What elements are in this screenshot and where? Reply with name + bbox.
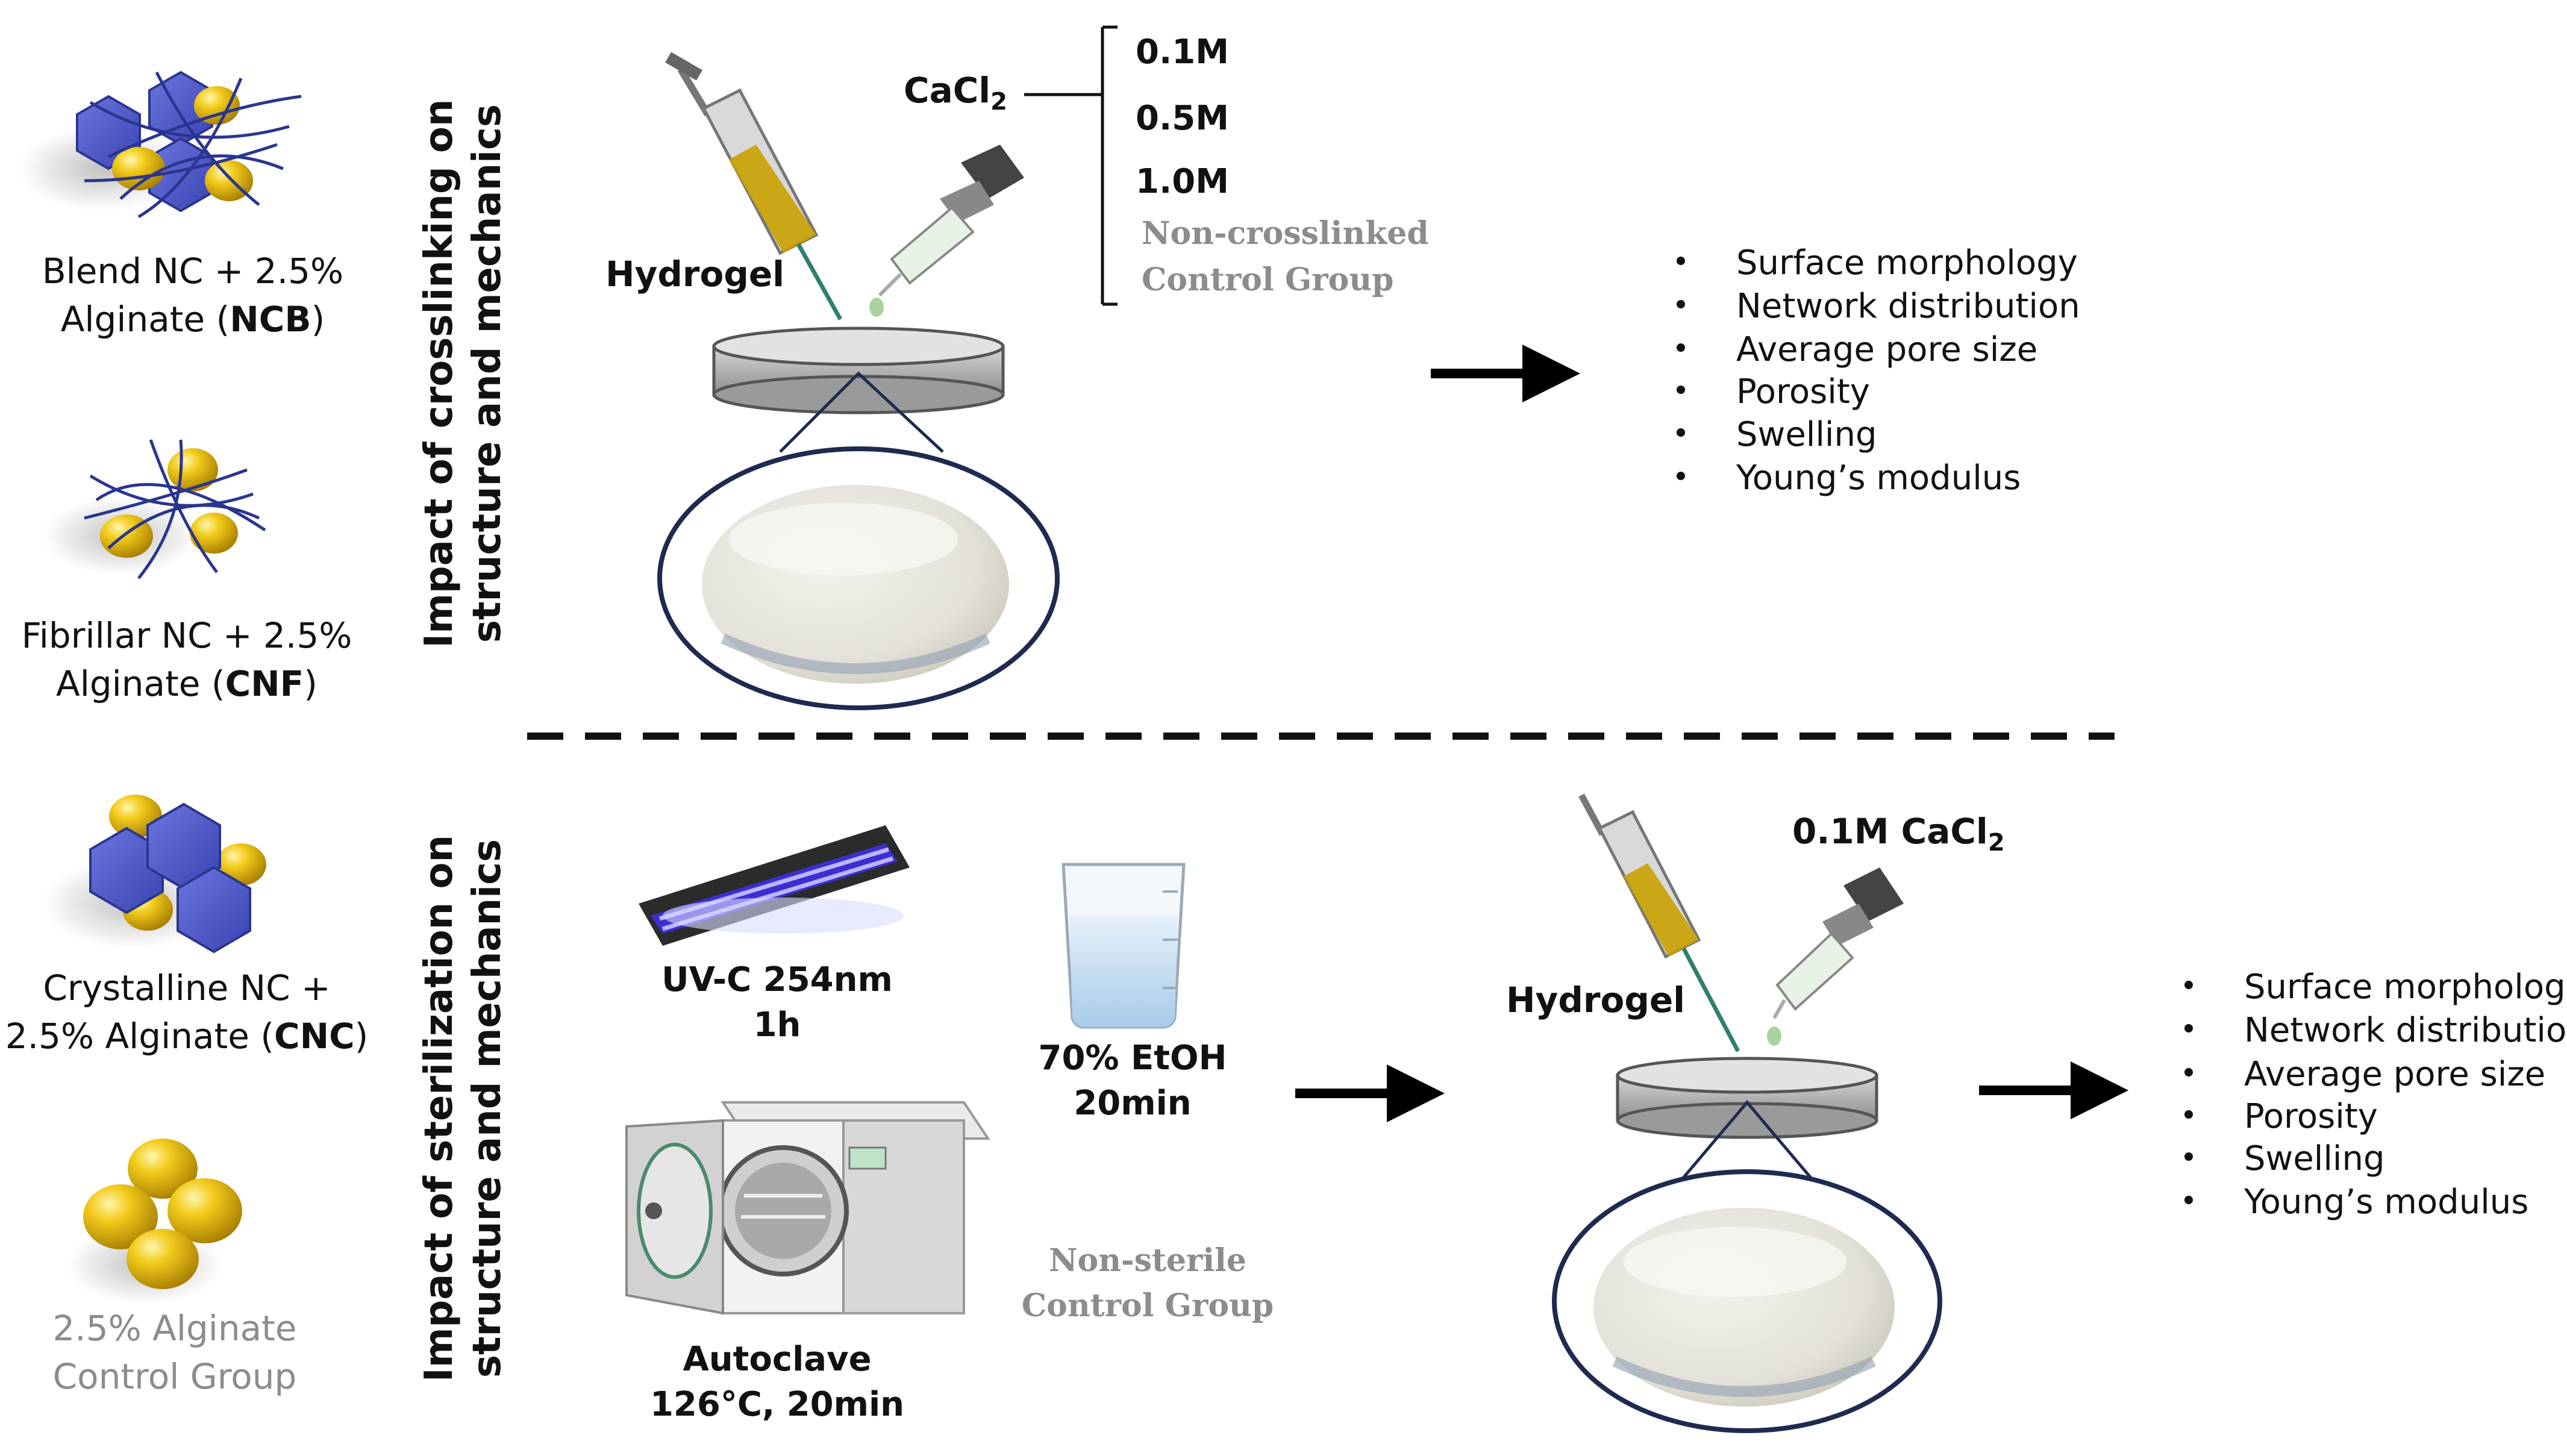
top-outputs-list: Surface morphology Network distribution … [1677, 243, 2080, 498]
syringe-icon [665, 52, 843, 320]
top-output-item: Surface morphology [1736, 243, 2078, 283]
non-crosslinked-control-line1: Non-crosslinked [1142, 215, 1429, 252]
top-hydrogel-label: Hydrogel [605, 254, 784, 295]
autoclave-icon [625, 1101, 990, 1315]
top-output-item: Average pore size [1736, 330, 2037, 369]
cnf-icon [42, 439, 266, 580]
non-sterile-control-line1: Non-sterile [1049, 1242, 1246, 1279]
top-output-item: Network distribution [1736, 287, 2080, 326]
bottom-output-item: Young’s modulus [2243, 1183, 2528, 1222]
cnc-icon [42, 795, 266, 954]
petri-dish-bottom [1616, 1057, 1878, 1139]
bottom-cacl2-label: 0.1M CaCl2 [1792, 811, 2005, 857]
bottom-outputs-list: Surface morphology Network distribution … [2184, 967, 2567, 1222]
svg-text:structure and mechanics: structure and mechanics [465, 104, 510, 643]
top-hydrogel-photo [657, 446, 1060, 710]
cnf-label-line2: Alginate (CNF) [56, 663, 317, 704]
bottom-output-item: Surface morphology [2244, 967, 2567, 1007]
svg-text:Impact of crosslinking on: Impact of crosslinking on [417, 99, 461, 648]
bottom-zoom-lines [1680, 1100, 1815, 1182]
dropper-icon [869, 145, 1024, 317]
bottom-output-item: Swelling [2244, 1139, 2385, 1178]
ncb-label-line2: Alginate (NCB) [61, 299, 325, 340]
svg-text:Impact of sterilization on: Impact of sterilization on [417, 835, 461, 1382]
sterilization-section-title: Impact of sterilization on structure and… [417, 835, 510, 1382]
autoclave-label-line2: 126°C, 20min [650, 1385, 904, 1424]
concentration-0.5M: 0.5M [1136, 99, 1229, 138]
cnf-label-line1: Fibrillar NC + 2.5% [22, 615, 352, 656]
etoh-label-line2: 20min [1074, 1084, 1191, 1123]
ncb-label-line1: Blend NC + 2.5% [42, 251, 343, 292]
etoh-label-line1: 70% EtOH [1038, 1039, 1227, 1078]
uv-label-line1: UV-C 254nm [661, 960, 893, 999]
uv-lamp-icon [639, 825, 910, 946]
alginate-control-label-line2: Control Group [53, 1356, 297, 1397]
top-cacl2-label: CaCl2 [904, 70, 1007, 116]
cnc-label-line1: Crystalline NC + [43, 967, 330, 1008]
top-output-item: Young’s modulus [1736, 458, 2021, 498]
concentration-1.0M: 1.0M [1136, 162, 1229, 201]
bottom-hydrogel-label: Hydrogel [1506, 980, 1685, 1020]
alginate-control-icon [66, 1139, 242, 1304]
concentration-bracket [1024, 25, 1118, 306]
non-sterile-control-line2: Control Group [1022, 1287, 1274, 1324]
crosslinking-section-title: Impact of crosslinking on structure and … [417, 99, 510, 648]
bottom-output-item: Porosity [2244, 1097, 2378, 1136]
cnc-label-line2: 2.5% Alginate (CNC) [5, 1016, 369, 1057]
top-output-item: Swelling [1736, 415, 1877, 454]
non-crosslinked-control-line2: Control Group [1142, 261, 1394, 298]
autoclave-label-line1: Autoclave [683, 1340, 871, 1379]
top-output-item: Porosity [1736, 372, 1870, 411]
alginate-control-label-line1: 2.5% Alginate [52, 1308, 296, 1349]
concentration-0.1M: 0.1M [1136, 33, 1229, 72]
uv-label-line2: 1h [754, 1005, 801, 1045]
ncb-icon [18, 70, 302, 219]
bottom-output-item: Average pore size [2244, 1055, 2545, 1094]
dropper-icon [1767, 867, 1904, 1046]
bottom-output-item: Network distribution [2244, 1011, 2567, 1050]
bottom-hydrogel-photo [1552, 1169, 1942, 1433]
syringe-icon [1578, 793, 1740, 1052]
petri-dish-top [712, 327, 1005, 414]
top-zoom-lines [779, 371, 944, 453]
svg-text:structure and mechanics: structure and mechanics [465, 839, 510, 1378]
ethanol-beaker-icon [1062, 863, 1186, 1029]
